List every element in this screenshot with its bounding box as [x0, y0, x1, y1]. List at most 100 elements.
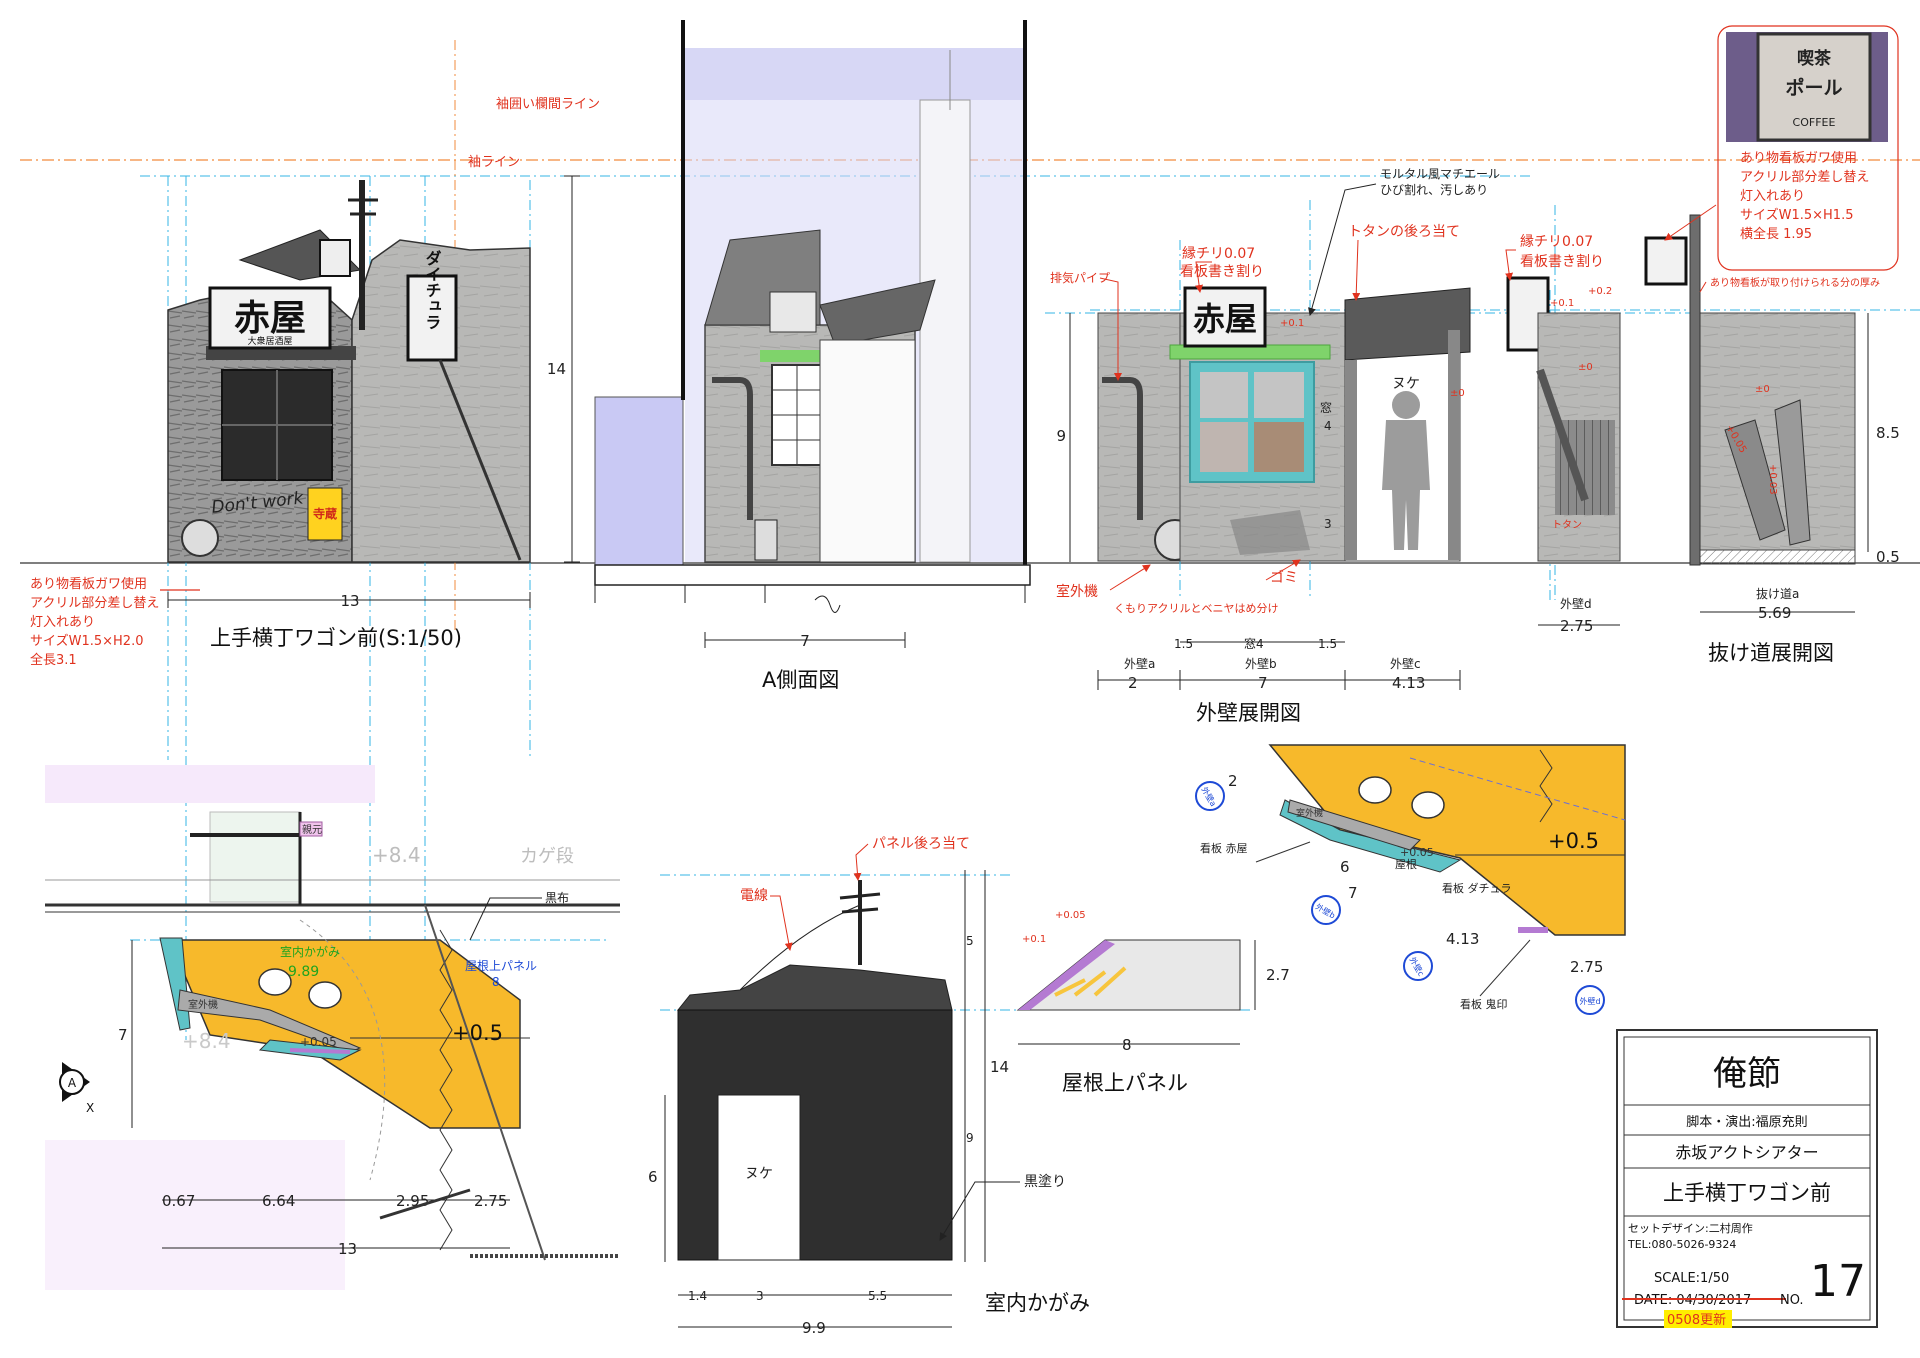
svg-text:外壁d: 外壁d [1579, 996, 1600, 1006]
plan-plus84b: +8.4 [182, 1029, 231, 1053]
front-view: 赤屋 大衆居酒屋 ダイチュラ 寺蔵 Don't work 13 14 上手横丁ワ… [30, 175, 580, 668]
mirror-bottom-dim-3: 5.5 [868, 1289, 887, 1303]
svg-text:ゴミ: ゴミ [1270, 569, 1298, 586]
svg-text:サイズW1.5×H2.0: サイズW1.5×H2.0 [30, 633, 143, 649]
passage-view-title: 抜け道展開図 [1708, 641, 1834, 665]
roof-plan: +0.5 +0.05 室外機 2 6 7 4.13 2.75 看板 赤屋 屋根 … [1195, 744, 1626, 1015]
svg-text:+0.1: +0.1 [1280, 318, 1304, 329]
svg-text:排気パイプ: 排気パイプ [1050, 270, 1110, 285]
plan-tag [299, 821, 323, 837]
wall-window-height-val: 4 [1324, 419, 1332, 433]
roof-plan-dim2: 2 [1228, 772, 1238, 790]
roof-plan-dachura: 看板 ダチュラ [1442, 881, 1512, 895]
wall-c-width: 4.13 [1392, 674, 1425, 692]
roof-plan-marker-b: 外壁b [1311, 895, 1341, 925]
front-width-dim: 13 [340, 592, 359, 610]
roof-plan-marker-c: 外壁c [1403, 951, 1433, 981]
guide-label-sode: 袖ライン [468, 155, 520, 170]
roof-plan-shitsugaiki: 室外機 [1296, 807, 1323, 819]
svg-text:±0: ±0 [1578, 362, 1593, 373]
passage-wall-name: 抜け道a [1756, 587, 1799, 601]
passage-base-dim: 0.5 [1876, 548, 1900, 566]
front-height-dim: 14 [547, 360, 566, 378]
roof-plan-chairs [1358, 776, 1445, 819]
tb-update: 0508更新 [1667, 1312, 1726, 1328]
roof-panel-elevation: +0.1 +0.05 2.7 8 屋根上パネル [1016, 910, 1290, 1095]
plan-kuronuno: 黒布 [545, 891, 569, 905]
photo-sign-text-2: ポール [1785, 76, 1842, 99]
svg-text:縁チリ0.07: 縁チリ0.07 [1182, 246, 1255, 262]
mirror-wire: 電線 [740, 888, 768, 904]
photo-sign-text-1: 喫茶 [1797, 48, 1832, 69]
wall-a-width: 2 [1128, 674, 1138, 692]
plan-tag-text: 親元 [302, 823, 322, 836]
sign-yellow [307, 487, 343, 541]
wall-sign-akaya-text: 赤屋 [1193, 300, 1257, 338]
passage-height-dim: 8.5 [1876, 424, 1900, 442]
plan-view: 親元 +8.4 カゲ段 A X 7 +8.4 室内かがみ 9.89 [45, 765, 620, 1290]
plan-kagedan: カゲ段 [520, 846, 574, 867]
wall-d-name: 外壁d [1560, 596, 1592, 611]
roof-panel-shape [1016, 939, 1241, 1011]
tb-scene: 上手横丁ワゴン前 [1663, 1181, 1831, 1205]
wall-height-dim: 9 [1056, 427, 1066, 445]
mirror-panel-back: パネル後ろ当て [872, 836, 970, 852]
side-sign-green [760, 350, 828, 362]
plan-shitsunai-val: 9.89 [288, 964, 319, 980]
plan-shitsugaiki: 室外機 [188, 998, 218, 1011]
wall-sub-dim-1: 1.5 [1174, 637, 1193, 651]
plan-plus05: +0.5 [452, 1021, 503, 1045]
plan-total-dim: 13 [338, 1240, 357, 1258]
mirror-h-14: 14 [990, 1058, 1009, 1076]
passage-pm0: ±0 [1755, 384, 1770, 395]
roof-plan-marker-a: 外壁a [1195, 781, 1225, 811]
plan-bottom-dim-1: 0.67 [162, 1192, 195, 1210]
wall-annotations: 排気パイプ 縁チリ0.07 看板書き割り トタンの後ろ当て 縁チリ0.07 看板… [1050, 224, 1612, 615]
roof-plan-yane: 屋根 [1395, 857, 1417, 871]
plan-shitsunai: 室内かがみ [280, 944, 340, 959]
svg-text:±0: ±0 [1450, 388, 1465, 399]
guide-label-sode-kankan: 袖囲い欄間ライン [496, 96, 600, 112]
sign-dachura-text: ダイチュラ [423, 249, 442, 330]
sign-akaya [208, 286, 332, 350]
roof-plan-marker-d: 外壁d [1575, 985, 1605, 1015]
sign-akaya-sub: 大衆居酒屋 [247, 335, 292, 347]
tb-venue: 赤坂アクトシアター [1675, 1143, 1818, 1162]
front-right-shack [351, 239, 531, 563]
passage-width-dim: 5.69 [1758, 604, 1791, 622]
plan-plus84: +8.4 [372, 843, 421, 867]
wall-c-name: 外壁c [1390, 656, 1421, 671]
plan-bottom-dim-2: 6.64 [262, 1192, 295, 1210]
roof-plan-akaya: 看板 赤屋 [1200, 841, 1248, 855]
roof-plan-onijirushi: 看板 鬼印 [1460, 997, 1508, 1011]
svg-text:サイズW1.5×H1.5: サイズW1.5×H1.5 [1740, 207, 1853, 223]
roof-panel-plus01: +0.1 [1022, 934, 1046, 945]
passage-sign [1644, 236, 1688, 286]
side-view-title: A側面図 [762, 668, 839, 692]
svg-text:灯入れあり: 灯入れあり [30, 615, 95, 630]
tb-tel: TEL:080-5026-9324 [1627, 1238, 1736, 1251]
plan-nav-marker: A X [59, 1062, 94, 1115]
tb-author: 脚本・演出:福原充則 [1686, 1114, 1807, 1130]
svg-text:トタン: トタン [1552, 519, 1582, 531]
svg-text:看板書き割り: 看板書き割り [1520, 253, 1604, 270]
tb-title: 俺節 [1713, 1054, 1781, 1094]
roof-panel-plus005: +0.05 [1055, 910, 1086, 921]
mirror-view: ヌケ パネル後ろ当て 電線 黒塗り 5 9 14 6 1.4 3 5.5 9.9… [648, 836, 1250, 1337]
mirror-door [717, 1094, 801, 1261]
mirror-h-9: 9 [966, 1131, 974, 1145]
wall-b-name: 外壁b [1245, 656, 1277, 671]
passage-view: ±0 +0.05 +0.03 8.5 0.5 抜け道a 5.69 抜け道展開図 … [1644, 214, 1900, 665]
svg-text:縁チリ0.07: 縁チリ0.07 [1520, 234, 1593, 250]
plan-roof-panel [168, 939, 521, 1129]
mirror-nuke: ヌケ [745, 1166, 773, 1182]
passage-plus003: +0.03 [1767, 464, 1778, 495]
sign-akaya-text: 赤屋 [234, 298, 306, 339]
roof-plan-plus005: +0.05 [1400, 846, 1434, 859]
plan-dim-left: 7 [118, 1026, 128, 1044]
wall-window-height: 窓 [1320, 400, 1332, 415]
photo-note: 喫茶 ポール COFFEE あり物看板ガワ使用 アクリル部分差し替え 灯入れあり… [1664, 25, 1899, 271]
mirror-bottom-dim-1: 1.4 [688, 1289, 707, 1303]
wall-mortar-sub: ひび割れ、汚しあり [1380, 182, 1488, 197]
side-width-dim: 7 [800, 632, 810, 650]
